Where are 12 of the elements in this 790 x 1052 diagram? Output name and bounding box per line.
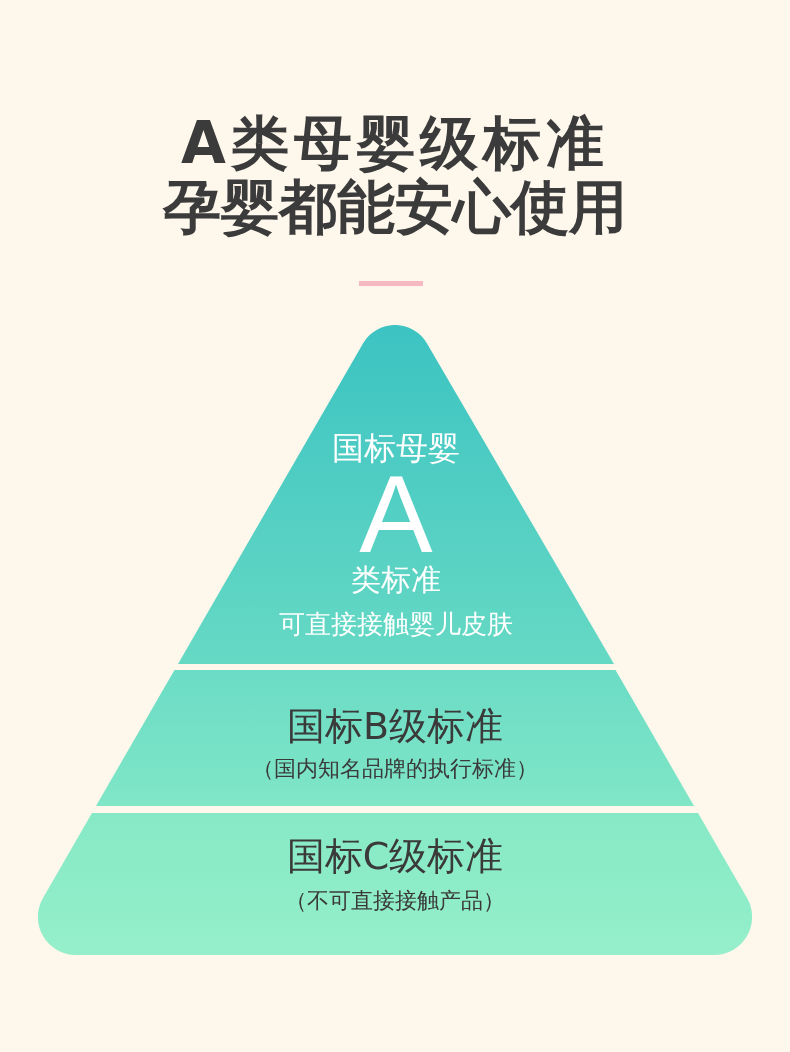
- grade-letter: A: [359, 470, 433, 558]
- tier-description: （国内知名品牌的执行标准）: [252, 756, 538, 783]
- tier-description: （不可直接接触产品）: [285, 888, 505, 914]
- pyramid-tier: [178, 325, 614, 664]
- tier-heading: 类标准: [351, 562, 441, 598]
- pyramid-tier: [38, 813, 752, 955]
- tier-heading: 国标C级标准: [286, 834, 504, 880]
- tier-description: 可直接接触婴儿皮肤: [279, 609, 513, 641]
- pyramid-tier: [96, 670, 694, 806]
- tier-heading: 国标B级标准: [286, 704, 504, 750]
- tier-heading: 国标母婴: [332, 430, 460, 468]
- page-title: A类母婴级标准孕婴都能安心使用: [161, 111, 628, 239]
